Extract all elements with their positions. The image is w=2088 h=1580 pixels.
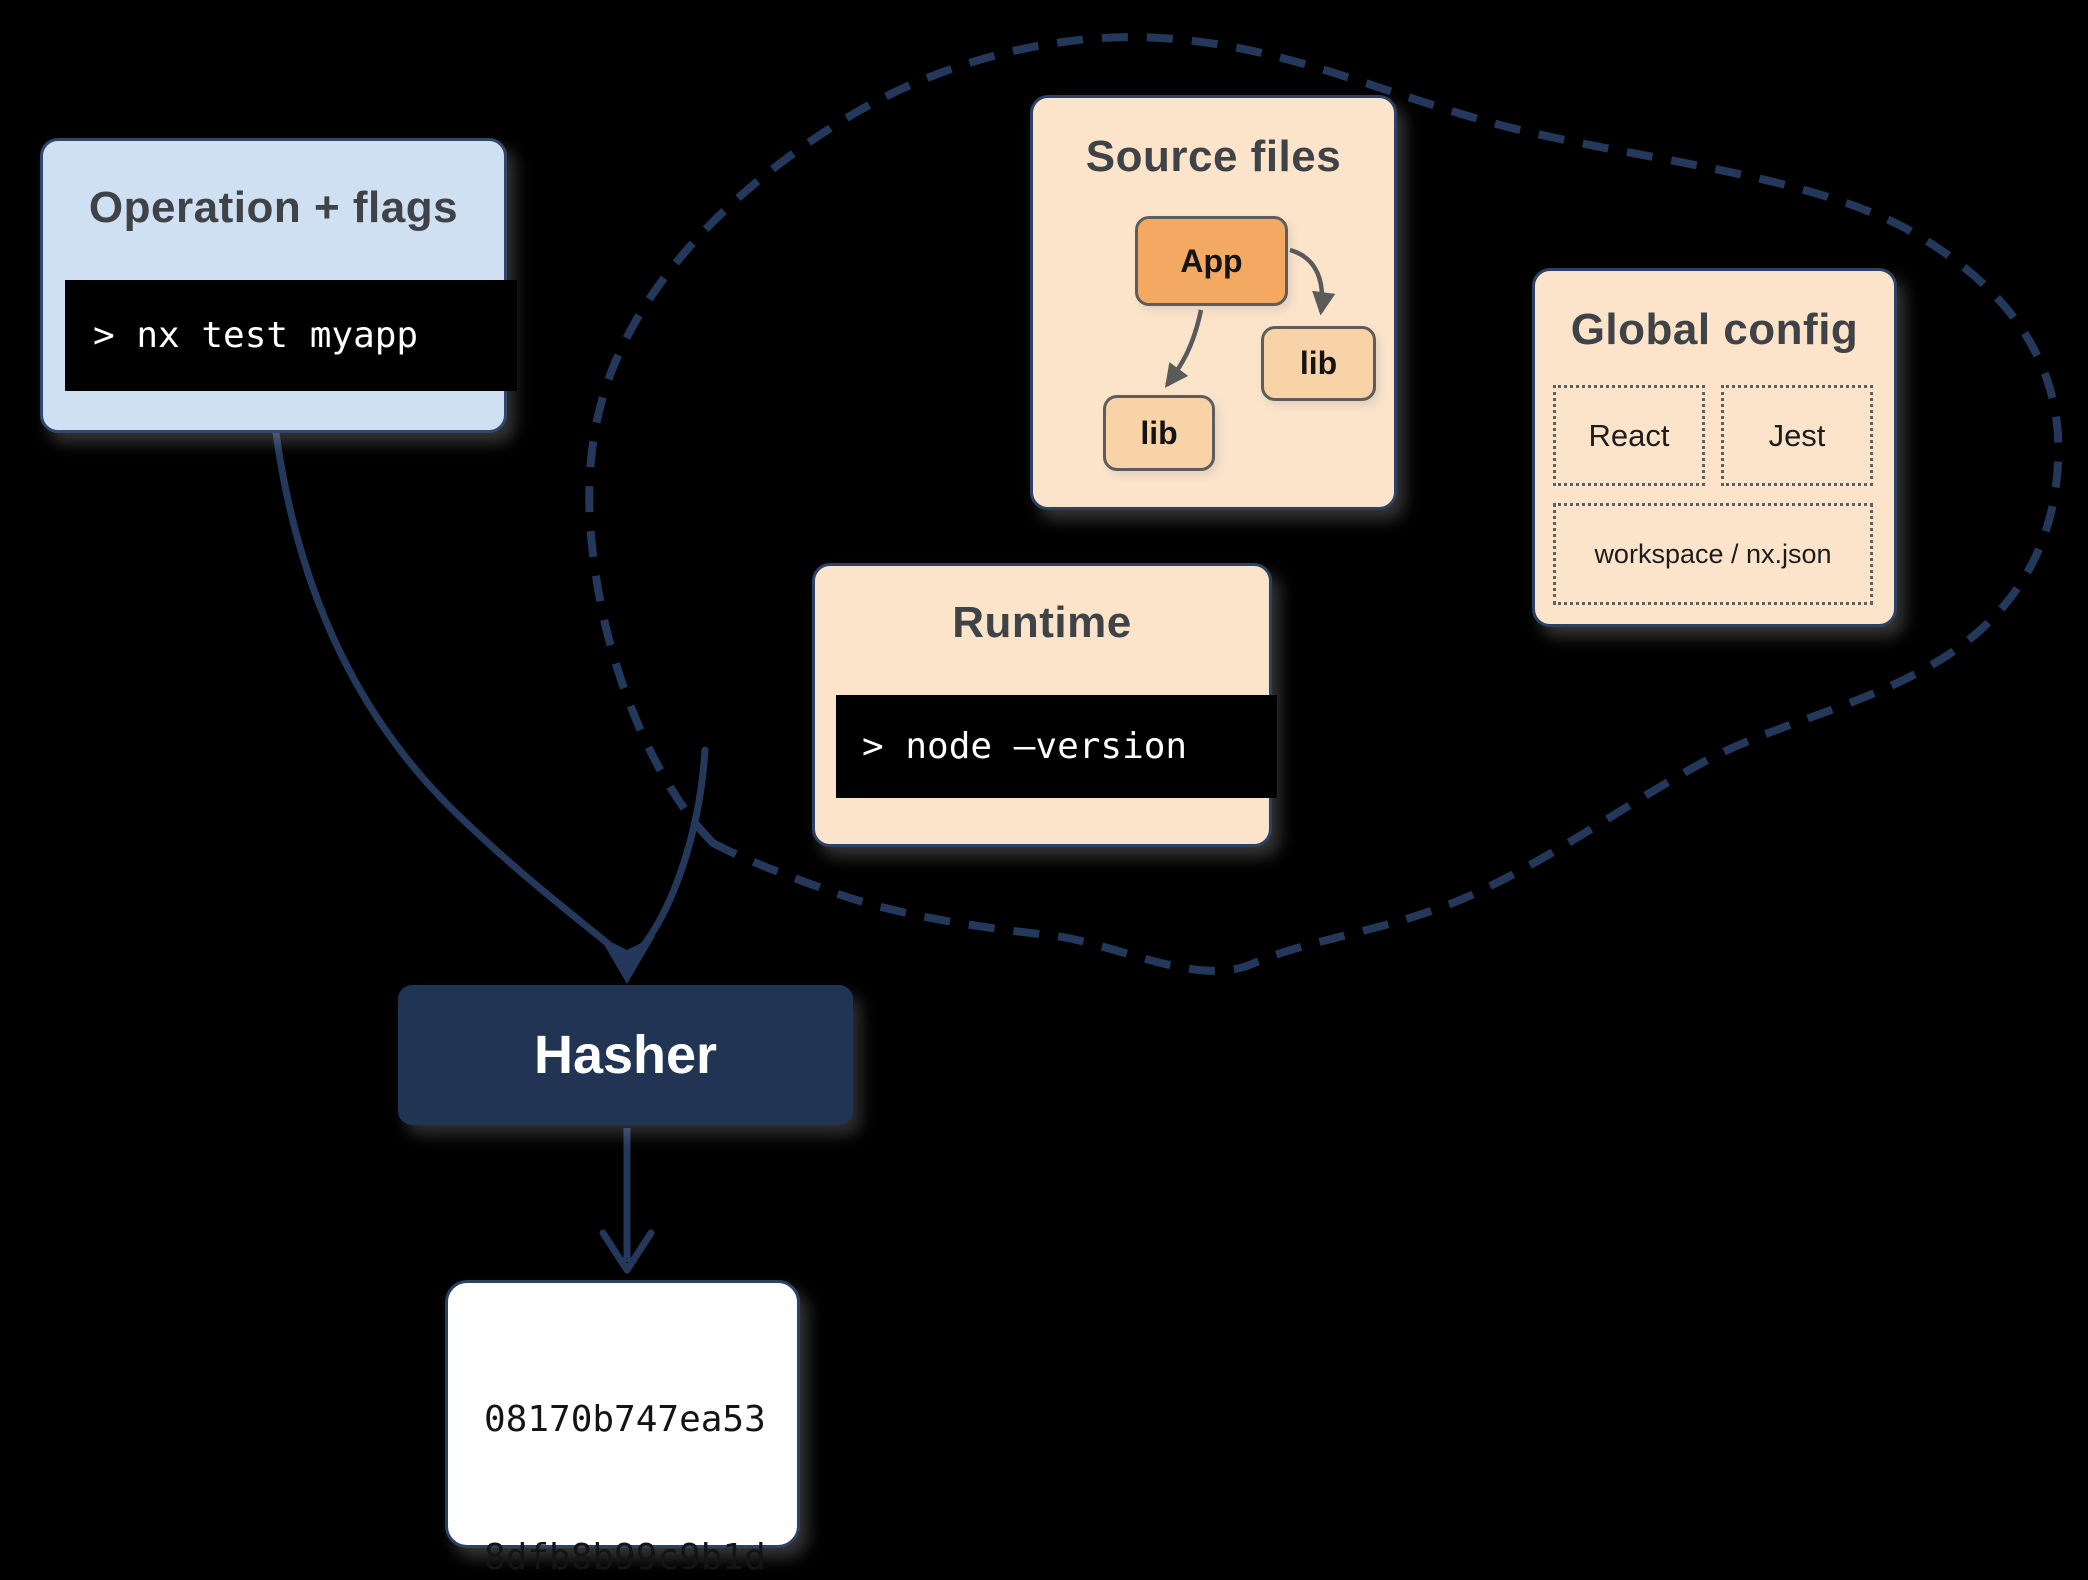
edge-app-to-lib-right <box>1289 247 1336 316</box>
config-chip-react: React <box>1553 385 1705 486</box>
graph-node-app: App <box>1135 216 1288 306</box>
cloud-to-hasher-arrow <box>636 746 709 954</box>
graph-node-lib-left: lib <box>1103 395 1215 471</box>
global-config-title: Global config <box>1570 305 1859 354</box>
runtime-command-text: > node –version <box>862 726 1188 767</box>
lib-left-label: lib <box>1140 414 1178 451</box>
config-chip-jest: Jest <box>1721 385 1873 486</box>
hasher-arrowhead <box>599 936 655 984</box>
lib-right-label: lib <box>1299 345 1338 381</box>
hasher-box: Hasher <box>398 985 853 1125</box>
hash-line: 08170b747ea53 <box>484 1399 766 1440</box>
runtime-box: Runtime > node –version <box>812 563 1277 847</box>
runtime-terminal: > node –version <box>836 695 1277 798</box>
hash-output-box: 08170b747ea53 8dfb8b99c9b1d ae8677e8f8bd… <box>445 1280 800 1578</box>
workspace-chip-label: workspace / nx.json <box>1594 538 1832 569</box>
operation-flags-title: Operation + flags <box>88 183 459 232</box>
source-files-title: Source files <box>1085 132 1342 181</box>
operation-to-hasher-arrow <box>272 429 622 956</box>
operation-command-text: > nx test myapp <box>93 315 419 356</box>
runtime-title: Runtime <box>952 598 1132 647</box>
hash-line: 8dfb8b99c9b1d <box>484 1537 766 1578</box>
edge-app-to-lib-left <box>1164 309 1204 388</box>
source-files-box: Source files App lib lib <box>1030 95 1397 510</box>
app-node-label: App <box>1180 242 1243 279</box>
operation-flags-box: Operation + flags > nx test myapp <box>40 138 517 433</box>
jest-chip-label: Jest <box>1768 417 1826 453</box>
config-chip-workspace: workspace / nx.json <box>1553 503 1873 605</box>
hash-arrowhead <box>599 1229 655 1274</box>
hasher-label: Hasher <box>533 1025 718 1085</box>
global-config-box: Global config React Jest workspace / nx.… <box>1532 268 1897 627</box>
graph-node-lib-right: lib <box>1261 326 1376 401</box>
operation-terminal: > nx test myapp <box>65 280 517 391</box>
react-chip-label: React <box>1588 417 1670 453</box>
